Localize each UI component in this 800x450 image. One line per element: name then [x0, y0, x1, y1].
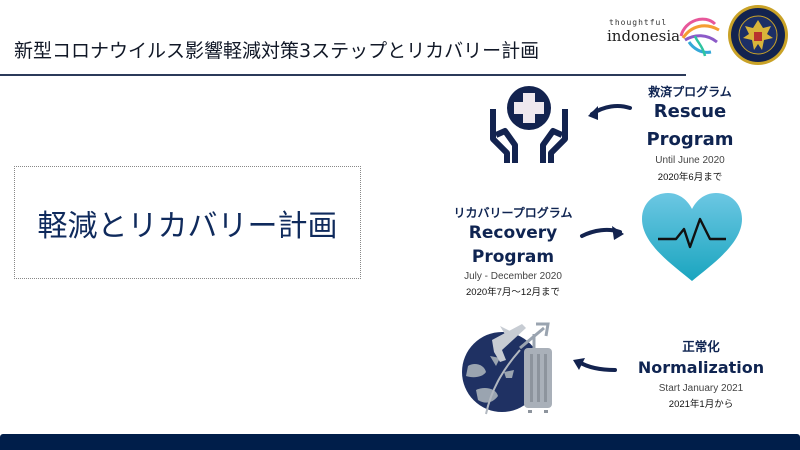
mitigation-recovery-plan-box: 軽減とリカバリー計画 [14, 166, 361, 279]
logo-indonesia-text: indonesia [607, 27, 681, 45]
recovery-en-line2: Program [471, 247, 555, 267]
thoughtful-indonesia-logo: thoughtful indonesia [605, 12, 723, 57]
rescue-en-line1: Rescue [653, 101, 727, 122]
phoenix-icon [679, 17, 720, 57]
recovery-en-line1: Recovery [468, 223, 558, 243]
logo-thoughtful-text: thoughtful [609, 18, 668, 27]
ministry-emblem-icon [728, 5, 788, 65]
recovery-jp-label: リカバリープログラム [453, 206, 573, 220]
rescue-period-jp: 2020年6月まで [657, 172, 723, 183]
arrow-left-icon [573, 358, 617, 372]
arrow-left-icon [588, 104, 632, 120]
rescue-en-line2: Program [646, 129, 734, 150]
globe-travel-icon [462, 322, 552, 415]
rescue-jp-label: 救済プログラム [648, 85, 732, 99]
recovery-program-block: リカバリープログラム Recovery Program July - Decem… [448, 204, 578, 298]
footer-bar [0, 434, 800, 450]
hands-medical-cross-icon [490, 86, 568, 163]
normalization-jp-label: 正常化 [682, 339, 720, 354]
normalization-en-label: Normalization [637, 358, 765, 377]
normalization-period-jp: 2021年1月から [668, 399, 734, 410]
arrow-right-icon [580, 226, 624, 240]
heart-pulse-icon [642, 193, 742, 281]
normalization-period-en: Start January 2021 [658, 383, 744, 394]
page-title: 新型コロナウイルス影響軽減対策3ステップとリカバリー計画 [14, 40, 540, 62]
mitigation-recovery-plan-text: 軽減とリカバリー計画 [37, 208, 338, 244]
rescue-program-block: 救済プログラム Rescue Program Until June 2020 2… [630, 83, 750, 183]
normalization-block: 正常化 Normalization Start January 2021 202… [636, 336, 766, 410]
recovery-period-en: July - December 2020 [464, 271, 562, 282]
header-divider [0, 74, 686, 76]
rescue-period-en: Until June 2020 [655, 155, 725, 166]
recovery-period-jp: 2020年7月～12月まで [466, 287, 560, 298]
